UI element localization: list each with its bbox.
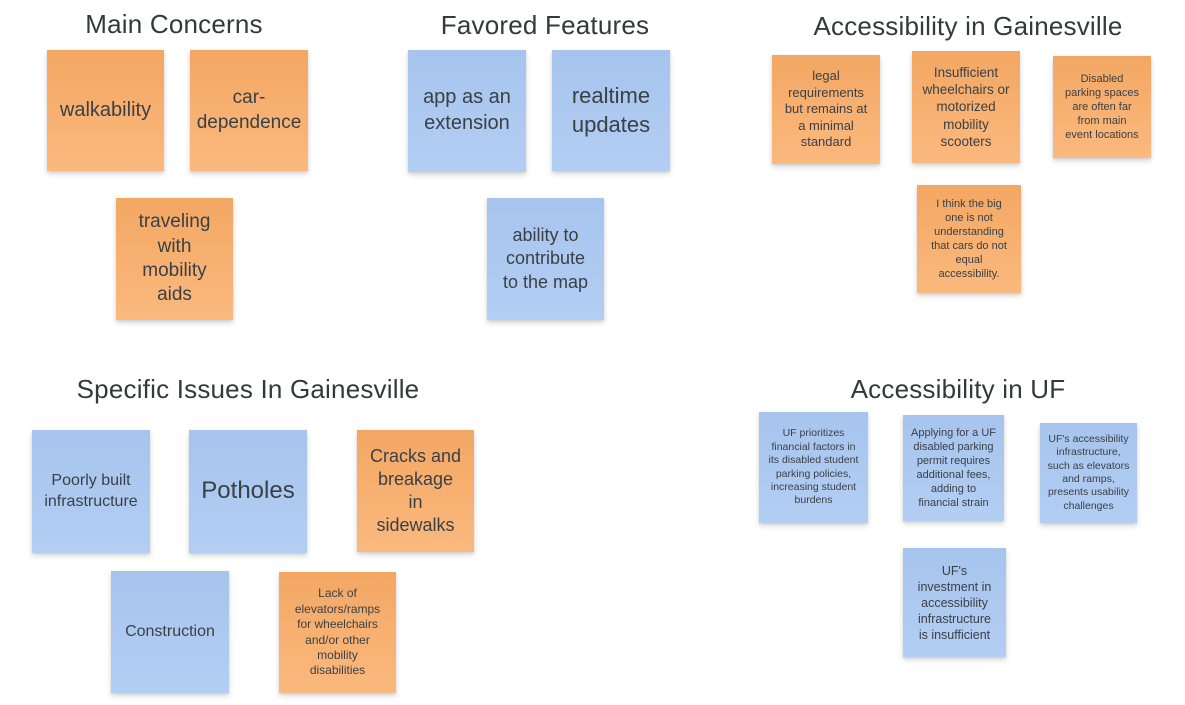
sticky-note-disabled-parking-spaces[interactable]: Disabled parking spaces are often far fr… <box>1053 56 1151 158</box>
sticky-note-lack-of-elevators-ramps[interactable]: Lack of elevators/ramps for wheelchairs … <box>279 572 396 693</box>
sticky-note-walkability[interactable]: walkability <box>47 50 164 171</box>
sticky-note-cracks-breakage-sidewalks[interactable]: Cracks and breakage in sidewalks <box>357 430 474 552</box>
sticky-note-potholes[interactable]: Potholes <box>189 430 307 553</box>
sticky-note-text: Insufficient wheelchairs or motorized mo… <box>922 64 1010 149</box>
sticky-note-app-as-extension[interactable]: app as an extension <box>408 50 526 172</box>
sticky-note-insufficient-wheelchairs[interactable]: Insufficient wheelchairs or motorized mo… <box>912 51 1020 163</box>
sticky-note-text: Applying for a UF disabled parking permi… <box>911 426 996 510</box>
sticky-note-realtime-updates[interactable]: realtime updates <box>552 50 670 171</box>
group-title-accessibility-gainesville[interactable]: Accessibility in Gainesville <box>813 11 1123 41</box>
sticky-note-text: Potholes <box>201 477 295 505</box>
sticky-note-text: realtime updates <box>571 83 651 137</box>
sticky-note-traveling-mobility-aids[interactable]: traveling with mobility aids <box>116 198 233 320</box>
group-title-accessibility-uf[interactable]: Accessibility in UF <box>850 374 1066 404</box>
sticky-note-cars-not-equal-accessibility[interactable]: I think the big one is not understanding… <box>917 185 1021 293</box>
sticky-note-uf-financial-factors[interactable]: UF prioritizes financial factors in its … <box>759 412 868 523</box>
sticky-note-contribute-to-map[interactable]: ability to contribute to the map <box>487 198 604 320</box>
sticky-note-uf-permit-fees[interactable]: Applying for a UF disabled parking permi… <box>903 415 1004 521</box>
sticky-note-text: app as an extension <box>423 86 511 134</box>
sticky-note-text: Disabled parking spaces are often far fr… <box>1065 72 1139 142</box>
sticky-note-poorly-built-infrastructure[interactable]: Poorly built infrastructure <box>32 430 150 553</box>
sticky-note-uf-usability-challenges[interactable]: UF's accessibility infrastructure, such … <box>1040 423 1137 523</box>
sticky-note-text: car- dependence <box>196 87 302 133</box>
sticky-note-text: Lack of elevators/ramps for wheelchairs … <box>294 586 381 678</box>
sticky-note-text: traveling with mobility aids <box>138 211 211 306</box>
group-title-specific-issues-gainesville[interactable]: Specific Issues In Gainesville <box>76 374 420 404</box>
sticky-note-text: walkability <box>59 98 152 121</box>
sticky-note-legal-requirements[interactable]: legal requirements but remains at a mini… <box>772 55 880 164</box>
sticky-note-text: UF's accessibility infrastructure, such … <box>1047 432 1130 512</box>
sticky-note-construction[interactable]: Construction <box>111 571 229 693</box>
sticky-note-text: UF's investment in accessibility infrast… <box>917 563 992 642</box>
group-title-main-concerns[interactable]: Main Concerns <box>85 9 263 39</box>
sticky-note-text: Construction <box>125 622 215 640</box>
sticky-note-text: ability to contribute to the map <box>502 225 589 292</box>
sticky-note-text: Poorly built infrastructure <box>44 472 138 510</box>
sticky-note-text: UF prioritizes financial factors in its … <box>768 427 859 507</box>
sticky-note-uf-investment-insufficient[interactable]: UF's investment in accessibility infrast… <box>903 548 1006 657</box>
sticky-note-text: Cracks and breakage in sidewalks <box>369 445 462 536</box>
sticky-note-car-dependence[interactable]: car- dependence <box>190 50 308 171</box>
sticky-note-text: I think the big one is not understanding… <box>931 197 1007 281</box>
sticky-note-text: legal requirements but remains at a mini… <box>784 67 868 150</box>
group-title-favored-features[interactable]: Favored Features <box>440 10 650 40</box>
